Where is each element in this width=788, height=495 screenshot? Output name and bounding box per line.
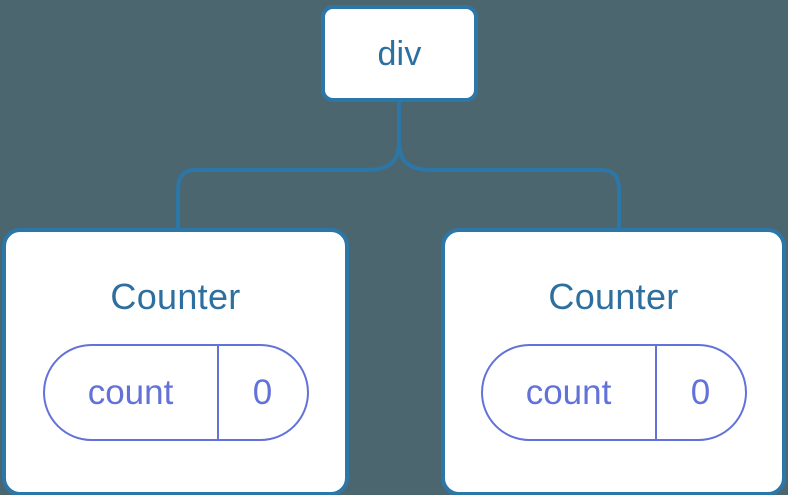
state-pill-right[interactable]: count 0	[480, 344, 747, 441]
state-pill-left-value: 0	[252, 373, 273, 412]
node-div-label: div	[377, 34, 422, 73]
connector-left	[176, 99, 401, 234]
state-pill-right-value: 0	[690, 373, 711, 412]
state-pill-right-key: count	[483, 346, 657, 439]
node-counter-right-title: Counter	[548, 276, 679, 317]
node-div[interactable]: div	[321, 5, 478, 102]
state-pill-left-key: count	[45, 346, 219, 439]
node-counter-left[interactable]: Counter count 0	[2, 228, 349, 495]
node-counter-right[interactable]: Counter count 0	[441, 228, 786, 495]
node-counter-left-title: Counter	[110, 276, 241, 317]
state-pill-left[interactable]: count 0	[42, 344, 309, 441]
connector-right	[397, 99, 621, 234]
